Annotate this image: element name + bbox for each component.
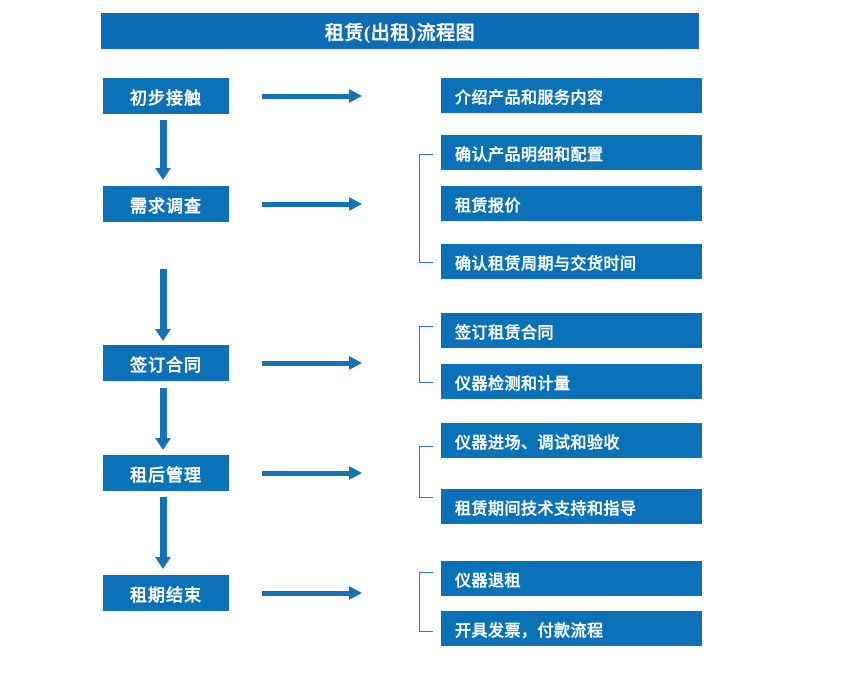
detail-box-5[interactable]: 签订租赁合同 <box>441 313 702 348</box>
stage-box-4[interactable]: 租后管理 <box>103 455 229 491</box>
right-arrow-icon-3 <box>262 356 362 370</box>
arrow-shaft <box>160 269 167 330</box>
arrow-shaft <box>262 94 350 99</box>
right-arrow-icon-4 <box>262 466 362 480</box>
detail-box-3[interactable]: 租赁报价 <box>441 186 702 221</box>
page-title: 租赁(出租)流程图 <box>101 13 699 49</box>
arrow-head <box>155 557 171 569</box>
detail-box-1[interactable]: 介绍产品和服务内容 <box>441 78 702 113</box>
arrow-shaft <box>262 591 350 596</box>
arrow-shaft <box>160 120 167 169</box>
bracket-icon-group-5 <box>419 572 433 632</box>
arrow-head <box>155 168 171 180</box>
arrow-shaft <box>262 471 350 476</box>
right-arrow-icon-2 <box>262 197 362 211</box>
detail-box-2[interactable]: 确认产品明细和配置 <box>441 135 702 170</box>
down-arrow-icon-1 <box>155 120 171 180</box>
bracket-icon-group-3 <box>419 326 433 383</box>
arrow-shaft <box>160 388 167 439</box>
arrow-head <box>155 438 171 450</box>
detail-box-9[interactable]: 仪器退租 <box>441 561 702 596</box>
right-arrow-icon-1 <box>262 89 362 103</box>
detail-box-7[interactable]: 仪器进场、调试和验收 <box>441 423 702 458</box>
right-arrow-icon-5 <box>262 586 362 600</box>
down-arrow-icon-4 <box>155 497 171 569</box>
detail-box-10[interactable]: 开具发票，付款流程 <box>441 611 702 646</box>
arrow-head <box>155 329 171 341</box>
arrow-head <box>349 197 362 211</box>
arrow-head <box>349 586 362 600</box>
arrow-shaft <box>160 497 167 558</box>
stage-box-5[interactable]: 租期结束 <box>103 575 229 611</box>
down-arrow-icon-2 <box>155 269 171 341</box>
arrow-head <box>349 89 362 103</box>
detail-box-8[interactable]: 租赁期间技术支持和指导 <box>441 489 702 524</box>
stage-box-1[interactable]: 初步接触 <box>103 78 229 114</box>
arrow-head <box>349 356 362 370</box>
arrow-shaft <box>262 202 350 207</box>
arrow-shaft <box>262 361 350 366</box>
bracket-icon-group-4 <box>419 446 433 498</box>
bracket-icon-group-2 <box>419 154 433 263</box>
detail-box-4[interactable]: 确认租赁周期与交货时间 <box>441 244 702 279</box>
arrow-head <box>349 466 362 480</box>
stage-box-2[interactable]: 需求调查 <box>103 186 229 222</box>
down-arrow-icon-3 <box>155 388 171 450</box>
detail-box-6[interactable]: 仪器检测和计量 <box>441 364 702 399</box>
stage-box-3[interactable]: 签订合同 <box>103 345 229 381</box>
